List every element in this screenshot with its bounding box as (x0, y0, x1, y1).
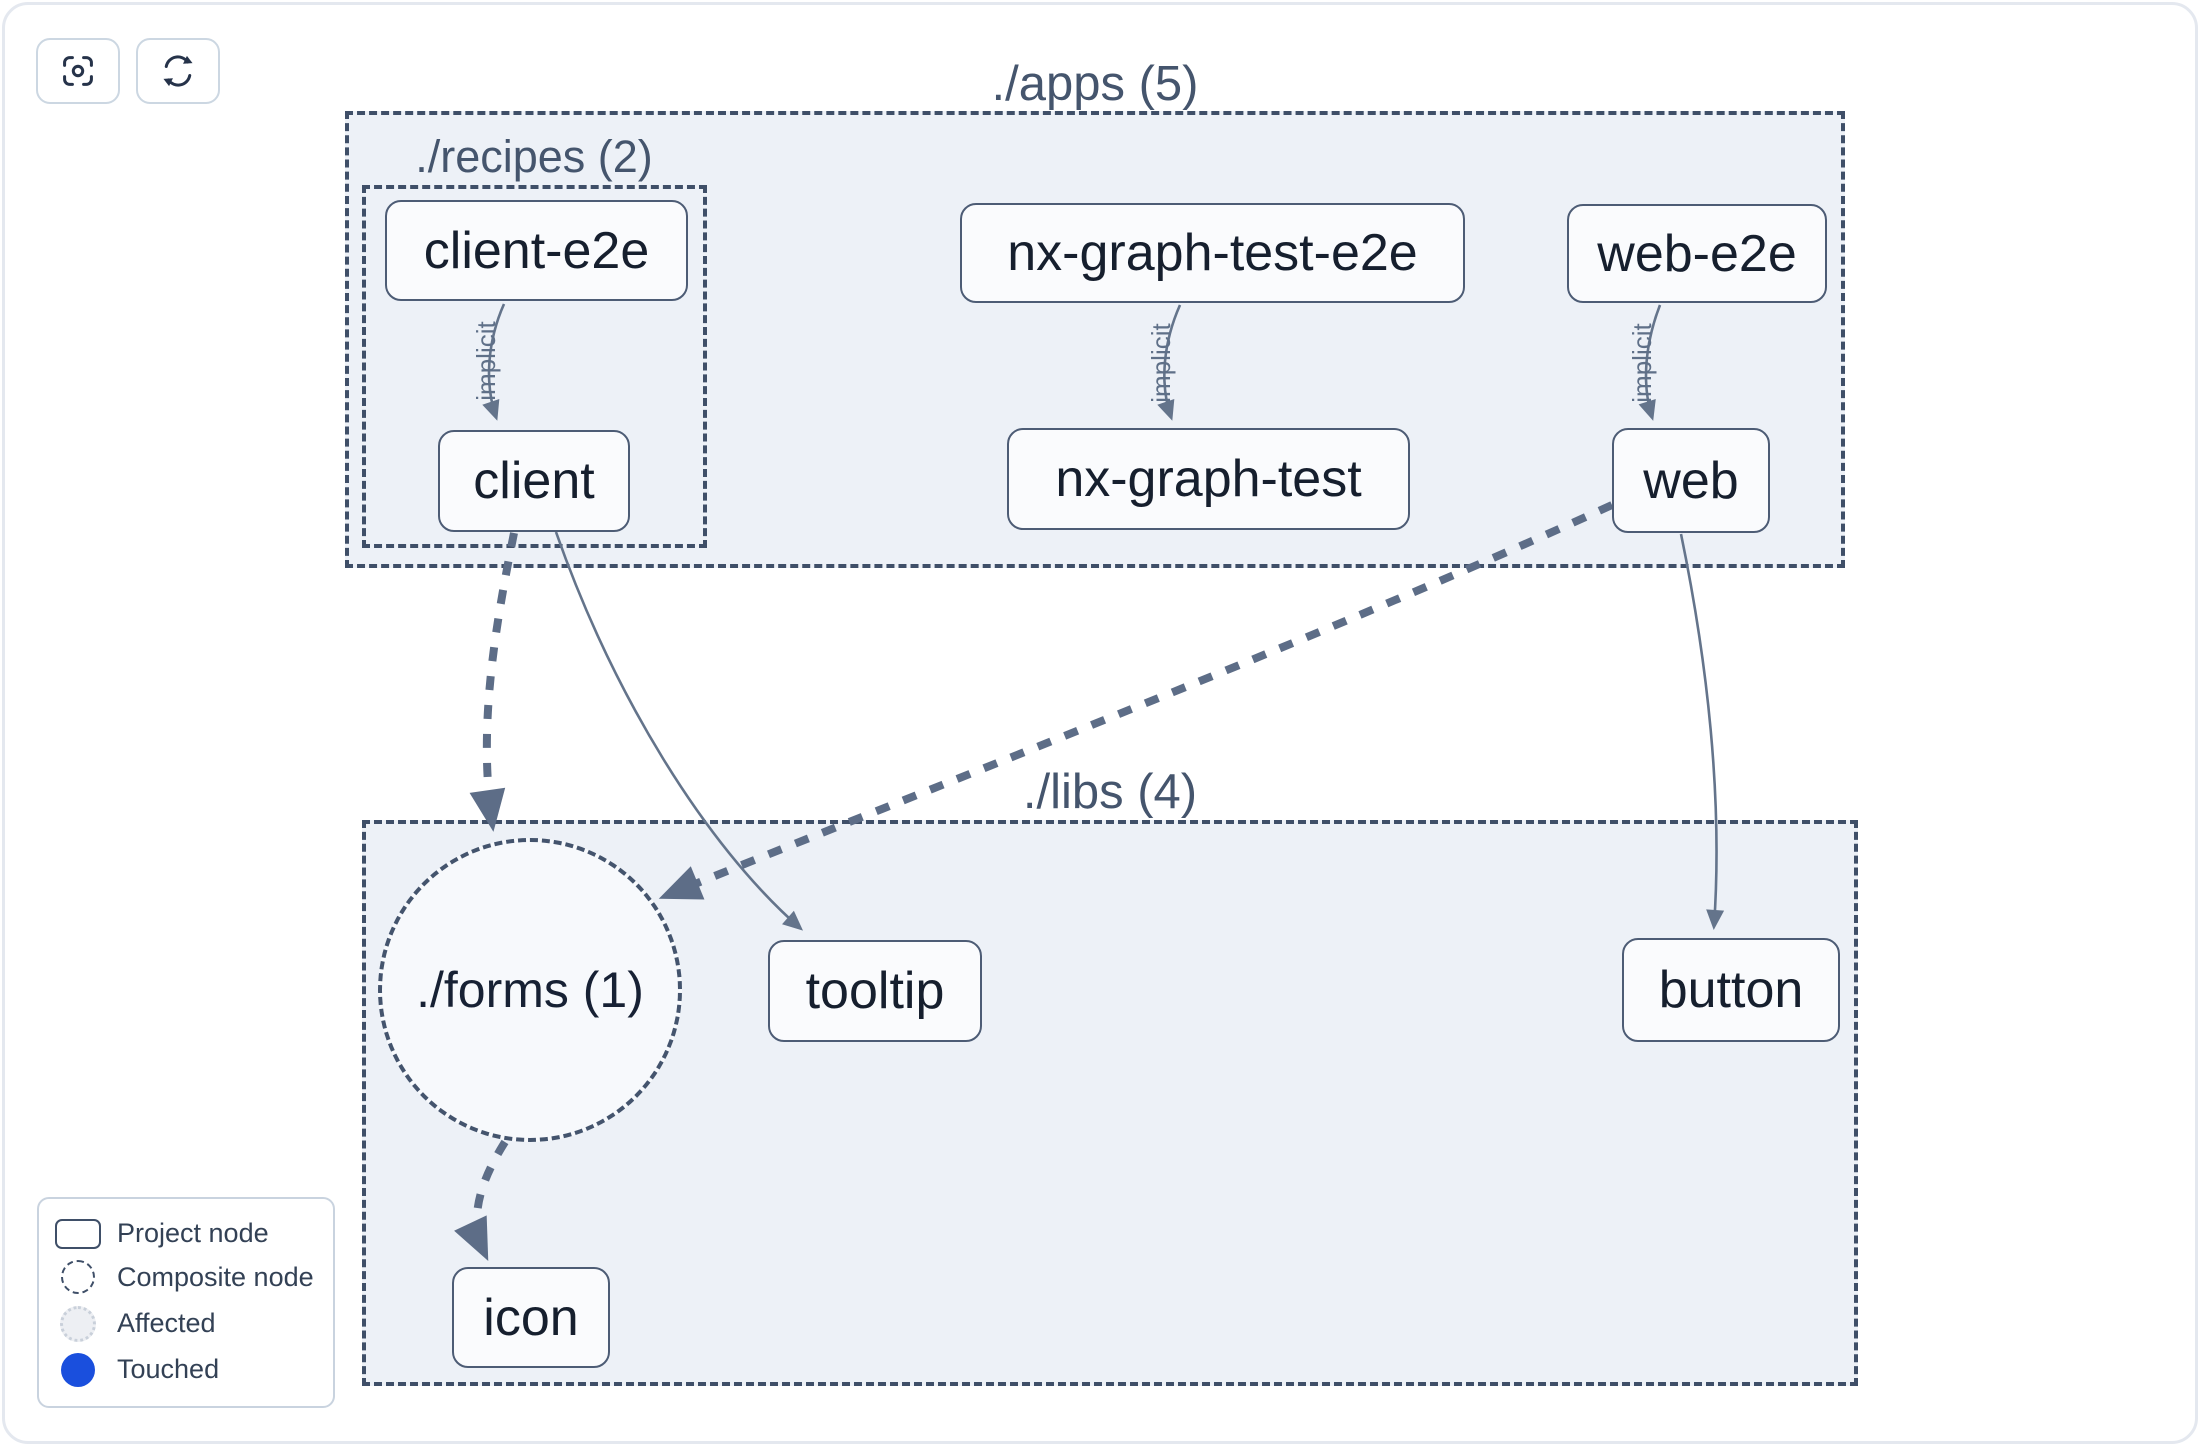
node-nx-graph-test[interactable]: nx-graph-test (1007, 428, 1410, 530)
legend-label: Composite node (117, 1261, 314, 1292)
legend: Project node Composite node Affected Tou… (37, 1197, 335, 1408)
node-nx-graph-test-label: nx-graph-test (1055, 450, 1362, 508)
focus-icon (59, 52, 97, 90)
group-apps-label: ./apps (5) (991, 57, 1199, 111)
legend-label: Touched (117, 1354, 220, 1385)
composite-node-icon (61, 1260, 95, 1295)
legend-label: Project node (117, 1218, 269, 1249)
node-web-e2e[interactable]: web-e2e (1567, 204, 1827, 303)
node-web-e2e-label: web-e2e (1597, 224, 1797, 283)
node-tooltip[interactable]: tooltip (768, 940, 982, 1042)
refresh-button[interactable] (136, 38, 220, 104)
node-client-e2e-label: client-e2e (423, 221, 650, 280)
node-web[interactable]: web (1612, 428, 1770, 533)
composite-node-forms[interactable]: ./forms (1) (378, 838, 682, 1142)
legend-row-project-node: Project node (39, 1218, 333, 1249)
group-libs-label: ./libs (4) (1022, 765, 1198, 819)
node-button-label: button (1658, 961, 1804, 1019)
affected-icon (60, 1305, 96, 1342)
legend-label: Affected (117, 1308, 216, 1339)
node-icon[interactable]: icon (452, 1267, 610, 1368)
node-button[interactable]: button (1622, 938, 1840, 1042)
node-client[interactable]: client (438, 430, 630, 532)
node-nx-graph-test-e2e-label: nx-graph-test-e2e (1007, 224, 1418, 282)
edge-label-implicit: implicit (1146, 323, 1176, 403)
project-node-icon (55, 1218, 101, 1249)
composite-node-forms-label: ./forms (1) (416, 962, 644, 1018)
focus-button[interactable] (36, 38, 120, 104)
node-nx-graph-test-e2e[interactable]: nx-graph-test-e2e (960, 203, 1465, 303)
edge-label-implicit: implicit (471, 321, 501, 401)
node-tooltip-label: tooltip (805, 962, 945, 1020)
group-recipes-label: ./recipes (2) (415, 131, 653, 182)
node-web-label: web (1643, 451, 1739, 510)
node-icon-label: icon (483, 1288, 579, 1347)
touched-icon (61, 1352, 95, 1387)
legend-row-touched: Touched (39, 1352, 333, 1387)
legend-row-affected: Affected (39, 1305, 333, 1342)
edge-client-to-forms (469, 532, 518, 832)
refresh-icon (159, 52, 197, 90)
node-client-label: client (473, 452, 595, 510)
group-recipes[interactable] (362, 185, 707, 548)
edge-label-implicit: implicit (1627, 323, 1657, 403)
node-client-e2e[interactable]: client-e2e (385, 200, 688, 301)
legend-row-composite-node: Composite node (39, 1260, 333, 1295)
